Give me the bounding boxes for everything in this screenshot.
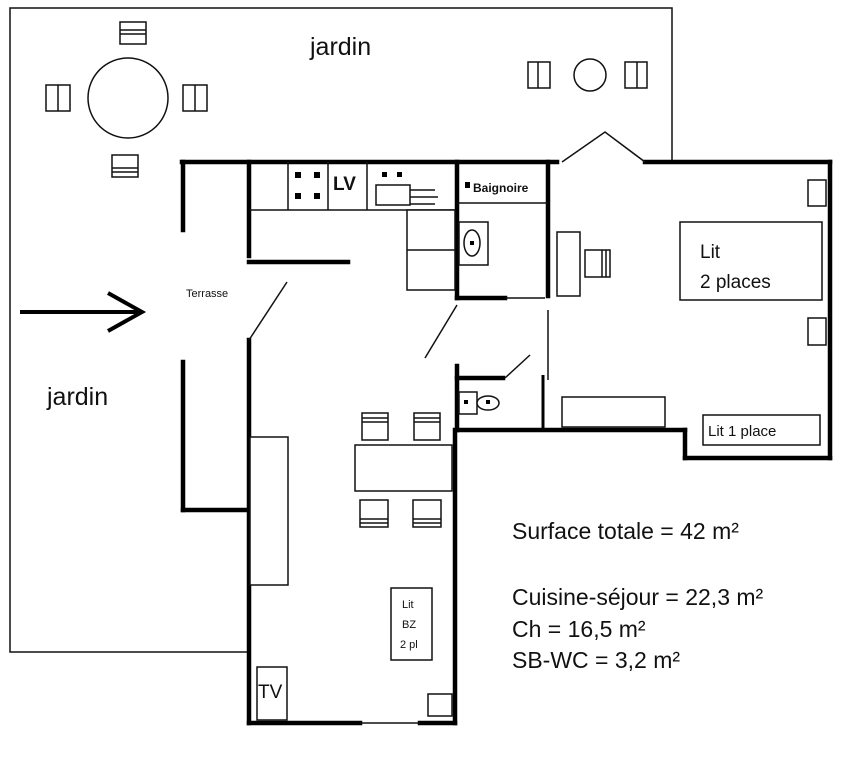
dining-table [354, 444, 453, 492]
sofa [249, 436, 289, 586]
bedroom-area: Ch = 16,5 m² [512, 616, 646, 642]
sofa-bed [390, 587, 433, 661]
stove-burner-icon [295, 172, 301, 178]
kitchen-living-area: Cuisine-séjour = 22,3 m² [512, 584, 764, 610]
kitchen-sink [375, 184, 411, 206]
double-bed [679, 221, 823, 301]
nightstand [807, 317, 827, 346]
doors [248, 131, 646, 379]
bathroom-wc-area: SB-WC = 3,2 m² [512, 647, 680, 673]
desk [556, 231, 581, 297]
double-bed-label: Lit [700, 242, 721, 263]
terrace-label: Terrasse [186, 288, 228, 300]
bathtub-label: Baignoire [473, 181, 529, 195]
washing-machine-label: LV [333, 174, 356, 195]
dining-chairs [359, 412, 442, 528]
garden-label: jardin [46, 383, 108, 411]
sofa-bed-label: Lit [402, 599, 414, 611]
garden-boundary [9, 7, 673, 653]
toilet [458, 391, 500, 415]
garden-label: jardin [309, 33, 371, 61]
wardrobe [561, 396, 666, 428]
entrance-arrow-icon [20, 291, 147, 333]
kitchen-counter [249, 162, 456, 291]
sofa-bed-label: BZ [402, 619, 416, 631]
single-bed [702, 414, 821, 446]
tv-label: TV [258, 682, 283, 703]
garden-table [45, 21, 208, 178]
garden-small-table [527, 58, 648, 92]
washbasin [458, 221, 489, 266]
double-bed-label: 2 places [700, 272, 771, 293]
walls [179, 159, 833, 726]
nightstand [807, 179, 827, 207]
total-area: Surface totale = 42 m² [512, 518, 739, 544]
side-table [427, 693, 453, 717]
single-bed-label: Lit 1 place [708, 423, 776, 440]
sofa-bed-label: 2 pl [400, 639, 418, 651]
tv-unit [256, 666, 288, 721]
